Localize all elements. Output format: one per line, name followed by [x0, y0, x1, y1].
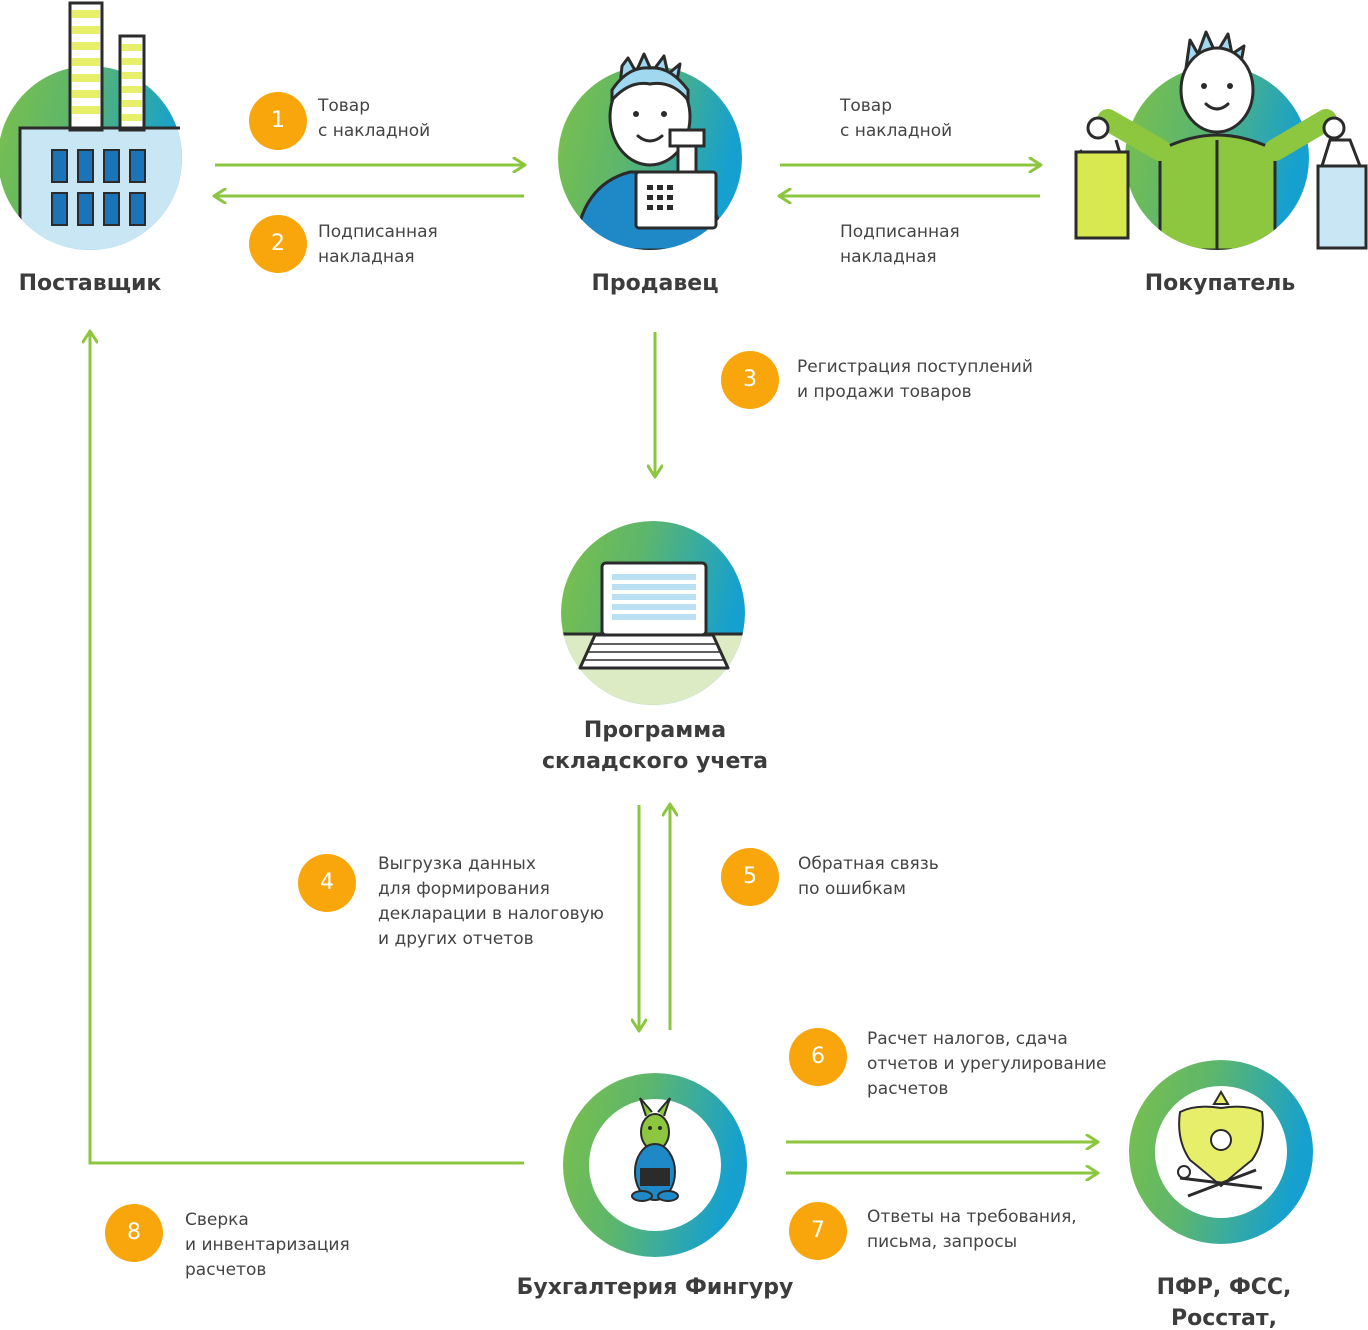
step-text-3: Регистрация поступлений и продажи товаро…	[797, 357, 1033, 402]
node-supplier: Поставщик	[18, 271, 162, 296]
cashier-icon	[558, 52, 742, 250]
step-text-2: Подписанная накладная	[318, 222, 438, 267]
kangaroo-icon	[563, 1073, 747, 1257]
buyer-goods-text: Товар с накладной	[840, 96, 953, 141]
step-text-7: Ответы на требования, письма, запросы	[867, 1207, 1077, 1252]
step-badge-8: 8	[105, 1204, 163, 1262]
step-badge-2: 2	[249, 215, 307, 273]
coat-of-arms-icon	[1129, 1060, 1313, 1244]
step-badge-7: 7	[789, 1202, 847, 1260]
step-text-6: Расчет налогов, сдача отчетов и урегулир…	[867, 1029, 1107, 1099]
step-text-1: Товар с накладной	[318, 96, 431, 141]
shopper-icon	[1074, 30, 1368, 250]
factory-icon	[0, 1, 182, 250]
laptop-icon	[561, 521, 745, 705]
step-badge-6: 6	[789, 1028, 847, 1086]
step-badge-4: 4	[298, 854, 356, 912]
node-warehouse: Программа складского учета	[541, 718, 768, 774]
step-badge-1: 1	[249, 92, 307, 150]
step-badge-5: 5	[721, 848, 779, 906]
node-seller: Продавец	[591, 271, 719, 296]
arrows	[90, 165, 1097, 1173]
step-text-4: Выгрузка данных для формирования деклара…	[378, 854, 604, 949]
node-accounting: Бухгалтерия Фингуру	[516, 1275, 794, 1300]
buyer-signed-text: Подписанная накладная	[840, 222, 960, 267]
step-text-5: Обратная связь по ошибкам	[798, 854, 939, 899]
arrow-accounting-to-supplier	[90, 332, 524, 1165]
node-agencies: ПФР, ФСС, Росстат, Таможня, Минюст	[1156, 1275, 1292, 1330]
node-buyer: Покупатель	[1144, 271, 1296, 296]
step-badge-3: 3	[721, 351, 779, 409]
step-text-8: Сверка и инвентаризация расчетов	[185, 1210, 350, 1280]
